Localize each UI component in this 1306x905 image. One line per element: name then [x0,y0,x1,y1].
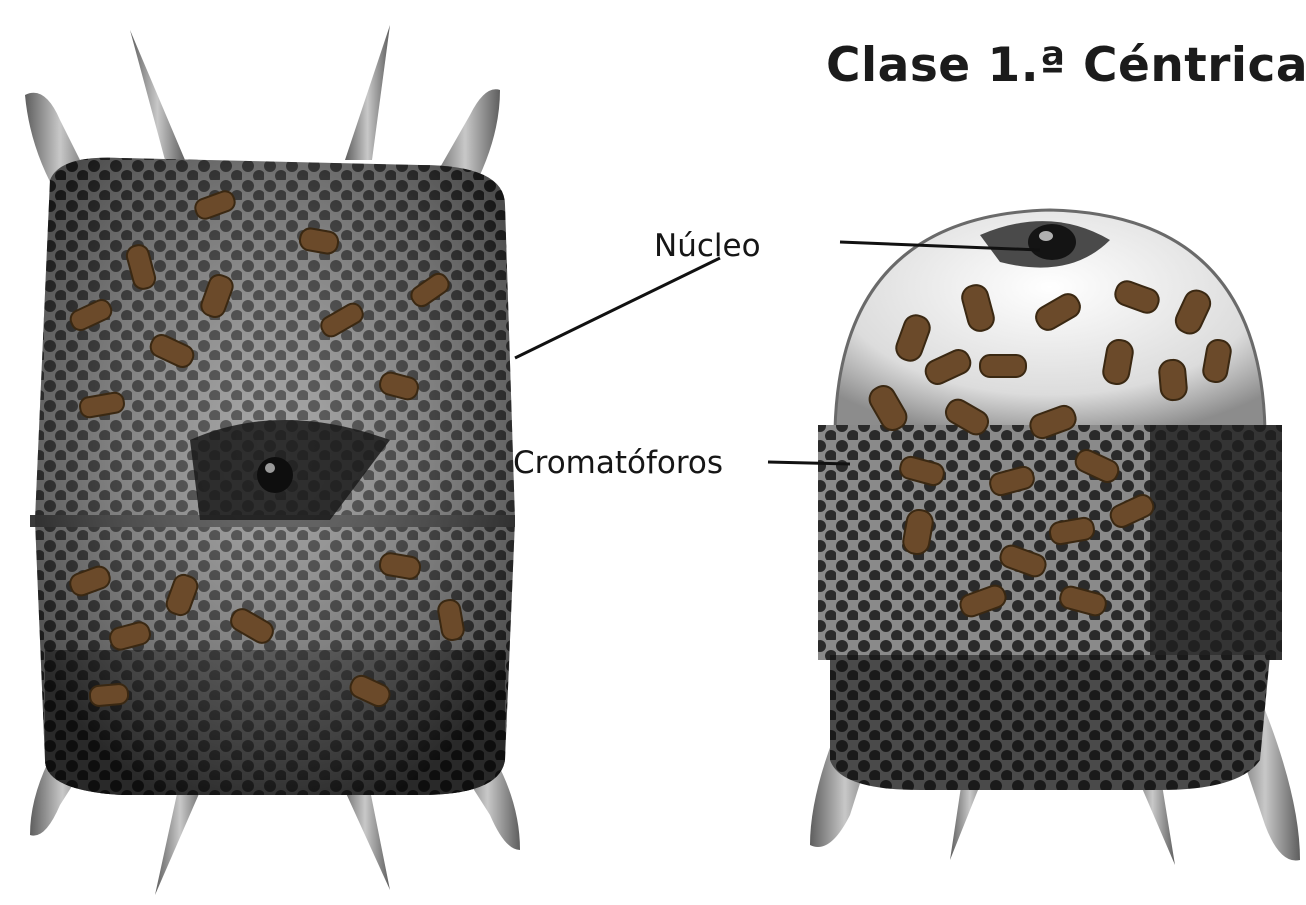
spine [130,30,185,160]
nucleus [1028,224,1076,260]
label-chromatophores: Cromatóforos [513,445,723,481]
nucleus-highlight [265,463,275,473]
nucleus-leader-line-left [515,258,720,358]
chromatophores-leader-line [768,462,850,464]
label-nucleus: Núcleo [654,228,761,264]
right-diatom [810,210,1300,865]
girdle-shadow [1150,425,1282,660]
figure-title: Clase 1.ª Céntricas [826,38,1306,93]
left-diatom [25,25,520,895]
spine [345,25,390,160]
spine [340,780,390,890]
nucleus-highlight [1039,231,1053,241]
chromatophore [1158,359,1187,401]
lower-valve [830,655,1270,790]
chromatophore [89,683,129,706]
nucleus [257,457,293,493]
chromatophore [980,355,1026,377]
spine [155,780,205,895]
